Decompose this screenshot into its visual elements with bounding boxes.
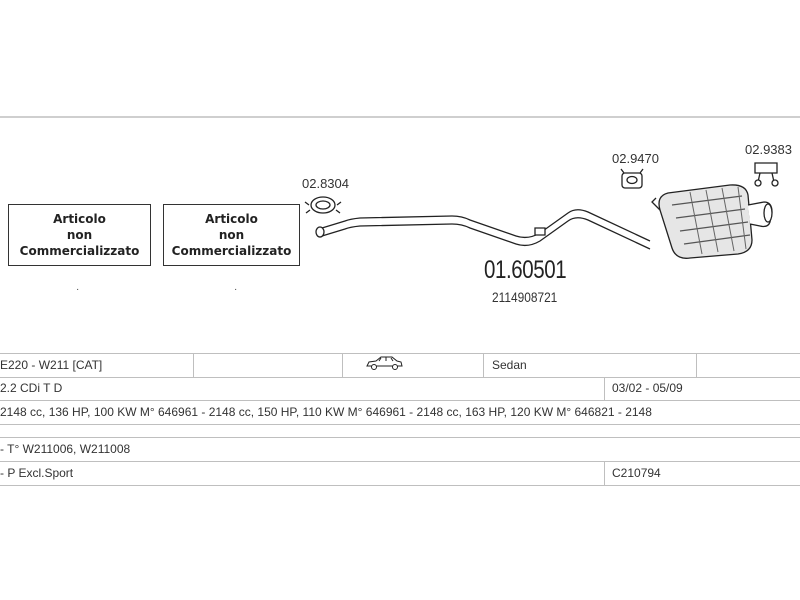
info-row-spacer: [0, 425, 800, 438]
car-sedan-icon: [364, 354, 404, 377]
info-row-types: - T° W211006, W211008: [0, 438, 800, 462]
clamp-part-code[interactable]: 02.8304: [302, 176, 349, 191]
rear-silencer[interactable]: [651, 184, 773, 259]
model-label: E220 - W211 [CAT]: [0, 358, 103, 372]
exhaust-system-diagram: [304, 162, 779, 259]
info-row-model: E220 - W211 [CAT] Sedan: [0, 353, 800, 378]
engine-specs: 2148 cc, 136 HP, 100 KW M° 646961 - 2148…: [0, 405, 652, 419]
marker-dot: ·: [234, 284, 238, 295]
reference-code: C210794: [612, 466, 661, 480]
info-row-notes: - P Excl.Sport C210794: [0, 462, 800, 486]
oem-part-code: 2114908721: [492, 289, 558, 305]
marker-dot: ·: [76, 284, 80, 295]
hanger-part-code[interactable]: 02.9470: [612, 151, 659, 166]
rubber-hanger-icon[interactable]: [754, 162, 779, 187]
notice-line: Articolo: [53, 212, 106, 226]
notice-line: Commercializzato: [19, 244, 140, 258]
notice-line: non: [66, 228, 93, 242]
cell-divider: [342, 354, 343, 377]
fitment-note: - P Excl.Sport: [0, 466, 74, 480]
top-divider: [0, 116, 800, 118]
type-codes: - T° W211006, W211008: [0, 442, 131, 456]
notice-line: Commercializzato: [171, 244, 292, 258]
not-sold-notice-2: Articolo non Commercializzato: [163, 204, 300, 266]
hanger-part-code[interactable]: 02.9383: [745, 142, 792, 157]
not-sold-notice-1: Articolo non Commercializzato: [8, 204, 151, 266]
info-row-specs: 2148 cc, 136 HP, 100 KW M° 646961 - 2148…: [0, 401, 800, 425]
cell-divider: [483, 354, 484, 377]
cell-divider: [696, 354, 697, 377]
rubber-hanger-icon[interactable]: [620, 168, 644, 189]
clamp-icon[interactable]: [304, 196, 342, 214]
cell-divider: [193, 354, 194, 377]
info-row-engine: 2.2 CDi T D 03/02 - 05/09: [0, 377, 800, 401]
body-type: Sedan: [492, 358, 527, 372]
production-period: 03/02 - 05/09: [612, 381, 683, 395]
cell-divider: [604, 377, 605, 400]
engine-label: 2.2 CDi T D: [0, 381, 63, 395]
exhaust-pipe[interactable]: [315, 209, 651, 250]
notice-line: Articolo: [205, 212, 258, 226]
notice-line: non: [218, 228, 245, 242]
cell-divider: [604, 462, 605, 485]
main-part-code[interactable]: 01.60501: [484, 256, 567, 284]
